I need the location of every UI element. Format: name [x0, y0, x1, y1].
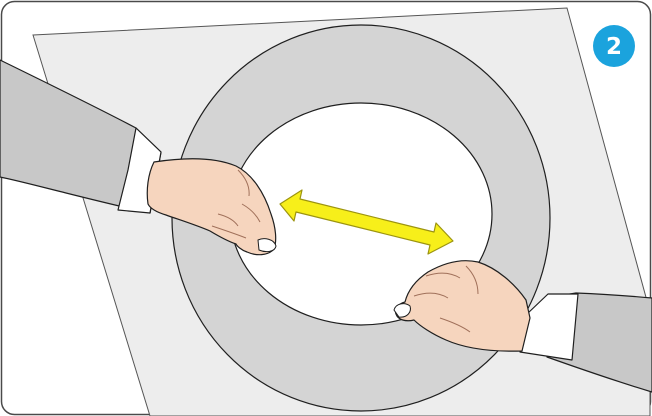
step-number: 2: [606, 34, 622, 60]
step-badge: 2: [593, 25, 635, 67]
